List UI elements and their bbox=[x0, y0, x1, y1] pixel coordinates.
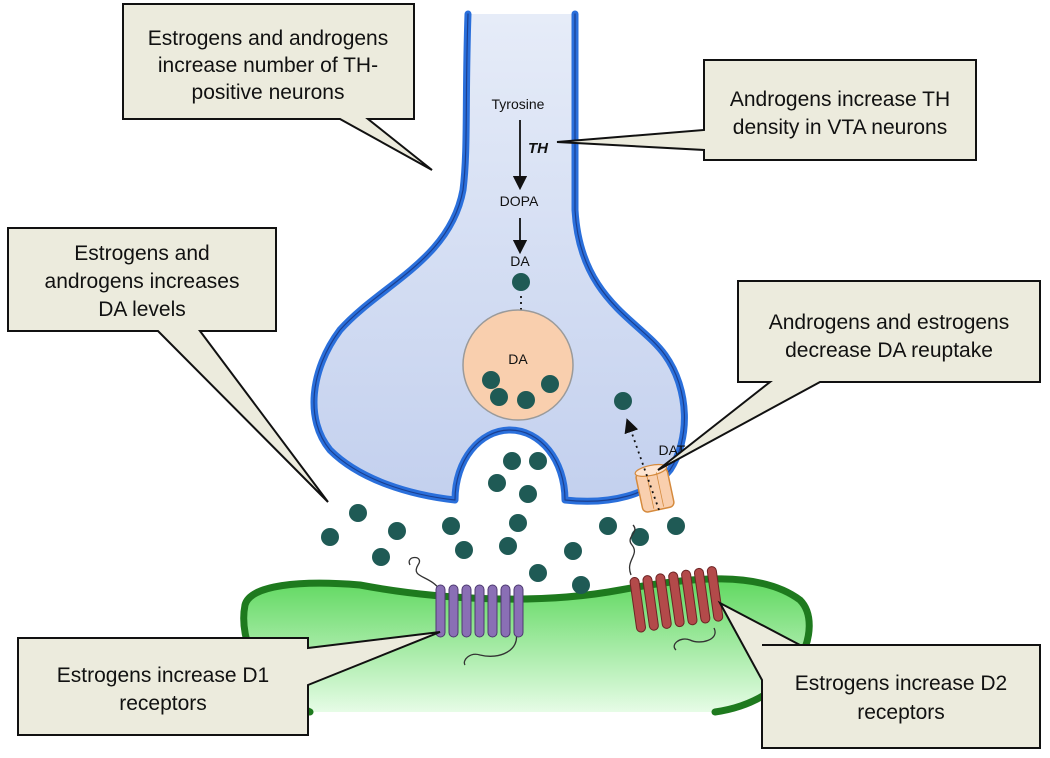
vesicle: DA bbox=[462, 309, 574, 421]
presynaptic-membrane-inner bbox=[313, 13, 685, 502]
vesicle-da-label: DA bbox=[508, 351, 528, 367]
synthesis-pathway: Tyrosine TH DOPA DA bbox=[492, 96, 549, 338]
d1-n-terminal bbox=[408, 556, 441, 591]
tyrosine-label: Tyrosine bbox=[492, 96, 545, 112]
dopamine-molecule bbox=[499, 537, 517, 555]
da-label: DA bbox=[510, 253, 530, 269]
svg-text:DA levels: DA levels bbox=[98, 298, 186, 321]
callout-da-levels-line: DA levels bbox=[98, 298, 186, 321]
callout-d1-line: Estrogens increase D1 bbox=[57, 664, 269, 687]
dopamine-molecule bbox=[519, 485, 537, 503]
d2-n-terminal bbox=[628, 524, 636, 576]
svg-text:receptors: receptors bbox=[119, 692, 207, 715]
d2-c-terminal bbox=[673, 627, 716, 651]
dopa-label: DOPA bbox=[500, 193, 539, 209]
d1-receptor bbox=[408, 556, 524, 666]
dopamine-molecule bbox=[512, 273, 530, 291]
callout-da-levels: Estrogens and androgens increases DA lev… bbox=[7, 227, 329, 503]
callout-da-reuptake-line: decrease DA reuptake bbox=[785, 339, 993, 362]
th-enzyme-label: TH bbox=[528, 140, 549, 157]
dopamine-molecule bbox=[667, 517, 685, 535]
callout-th-neurons: Estrogens and androgens increase number … bbox=[122, 3, 433, 171]
svg-text:density in VTA neurons: density in VTA neurons bbox=[733, 116, 947, 139]
callout-d2-line: Estrogens increase D2 bbox=[795, 672, 1007, 695]
svg-text:Estrogens and: Estrogens and bbox=[74, 242, 209, 265]
dopamine-molecule bbox=[455, 541, 473, 559]
callout-d2: Estrogens increase D2 receptors bbox=[717, 600, 1041, 749]
callout-da-reuptake: Androgens and estrogens decrease DA reup… bbox=[657, 280, 1041, 471]
dopamine-molecule bbox=[442, 517, 460, 535]
dopamine-molecule bbox=[388, 522, 406, 540]
callout-th-density-line: Androgens increase TH bbox=[730, 88, 950, 111]
svg-text:Androgens increase TH: Androgens increase TH bbox=[730, 88, 950, 111]
dopamine-molecule bbox=[529, 564, 547, 582]
callout-th-neurons-line: increase number of TH- bbox=[158, 54, 378, 77]
dopamine-molecule bbox=[482, 371, 500, 389]
callout-d1-line: receptors bbox=[119, 692, 207, 715]
svg-text:positive neurons: positive neurons bbox=[192, 81, 345, 104]
dopamine-molecule bbox=[490, 388, 508, 406]
dopamine-molecule bbox=[503, 452, 521, 470]
d1-c-terminal bbox=[463, 632, 518, 666]
callout-da-levels-line: Estrogens and bbox=[74, 242, 209, 265]
dopamine-molecule bbox=[599, 517, 617, 535]
dopamine-molecule bbox=[541, 375, 559, 393]
svg-text:androgens increases: androgens increases bbox=[45, 270, 240, 293]
svg-text:Androgens and estrogens: Androgens and estrogens bbox=[769, 311, 1010, 334]
dopamine-molecule bbox=[517, 391, 535, 409]
svg-text:Estrogens increase D1: Estrogens increase D1 bbox=[57, 664, 269, 687]
dopamine-molecule bbox=[572, 576, 590, 594]
svg-text:Estrogens and androgens: Estrogens and androgens bbox=[148, 27, 389, 50]
dopamine-molecule bbox=[631, 528, 649, 546]
callout-d1: Estrogens increase D1 receptors bbox=[17, 631, 441, 736]
dopamine-molecule bbox=[372, 548, 390, 566]
dopamine-molecule bbox=[529, 452, 547, 470]
callout-th-neurons-line: positive neurons bbox=[192, 81, 345, 104]
d2-receptor bbox=[628, 524, 724, 651]
callout-d2-line: receptors bbox=[857, 701, 945, 724]
svg-text:Estrogens increase D2: Estrogens increase D2 bbox=[795, 672, 1007, 695]
dopamine-molecule bbox=[614, 392, 632, 410]
dopamine-molecule bbox=[564, 542, 582, 560]
svg-text:receptors: receptors bbox=[857, 701, 945, 724]
svg-text:increase number of TH-: increase number of TH- bbox=[158, 54, 378, 77]
svg-text:decrease DA reuptake: decrease DA reuptake bbox=[785, 339, 993, 362]
callout-da-reuptake-line: Androgens and estrogens bbox=[769, 311, 1010, 334]
dopamine-molecule bbox=[349, 504, 367, 522]
callout-th-density: Androgens increase TH density in VTA neu… bbox=[556, 59, 977, 161]
vesicle-membrane bbox=[462, 309, 574, 421]
dopamine-molecule bbox=[509, 514, 527, 532]
callout-da-levels-line: androgens increases bbox=[45, 270, 240, 293]
dopamine-molecule bbox=[488, 474, 506, 492]
dopamine-molecule bbox=[321, 528, 339, 546]
synaptic-dopamine bbox=[321, 392, 685, 594]
presynaptic-body bbox=[313, 14, 685, 502]
dat-top bbox=[634, 463, 668, 477]
callout-th-neurons-line: Estrogens and androgens bbox=[148, 27, 389, 50]
callout-th-density-line: density in VTA neurons bbox=[733, 116, 947, 139]
presynaptic-neuron bbox=[310, 10, 688, 505]
